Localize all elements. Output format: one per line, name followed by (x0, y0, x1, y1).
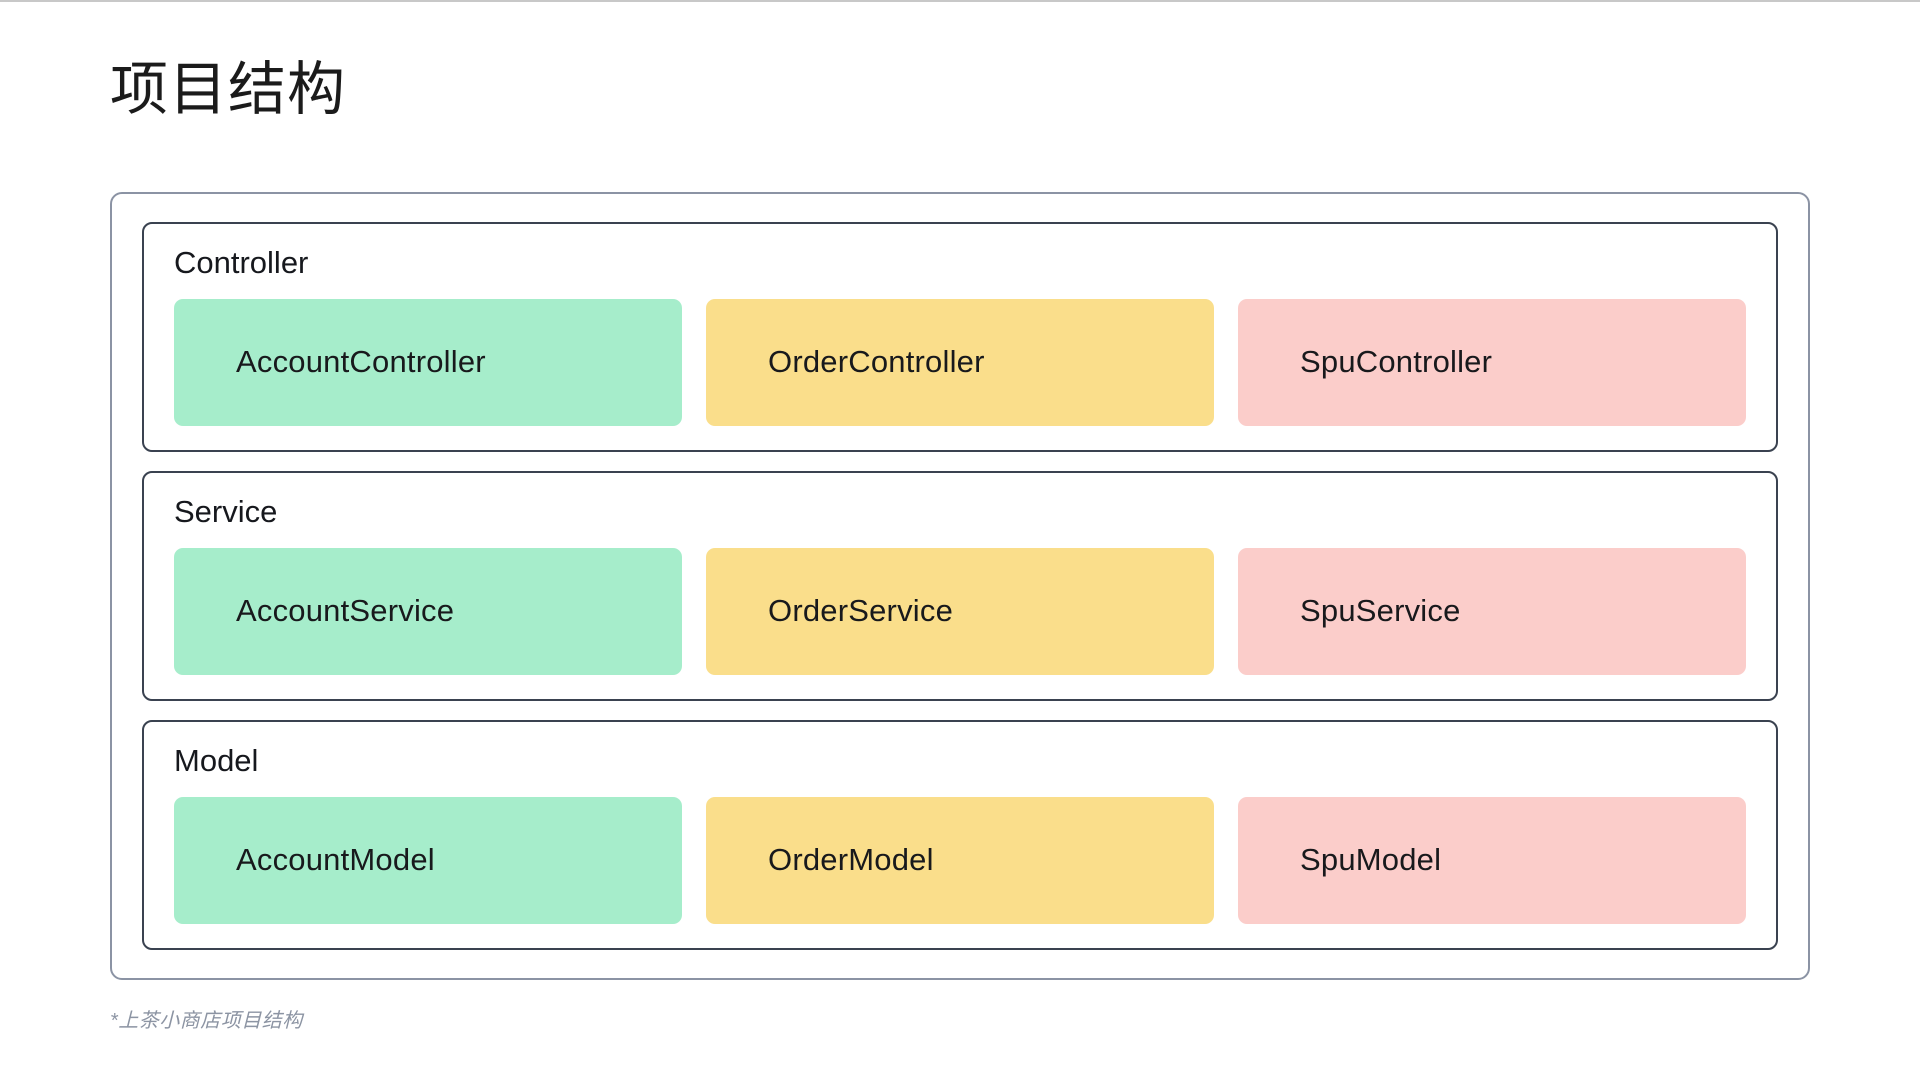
layer-row-service: AccountService OrderService SpuService (174, 547, 1746, 675)
page-title: 项目结构 (110, 57, 347, 122)
component-order-controller[interactable]: OrderController (706, 298, 1214, 426)
layer-row-model: AccountModel OrderModel SpuModel (174, 796, 1746, 924)
layer-model: Model AccountModel OrderModel SpuModel (142, 720, 1778, 950)
footnote-caption: *上茶小商店项目结构 (110, 1010, 303, 1032)
layer-row-controller: AccountController OrderController SpuCon… (174, 298, 1746, 426)
component-spu-model[interactable]: SpuModel (1238, 796, 1746, 924)
layer-title-service: Service (174, 494, 278, 529)
component-order-model[interactable]: OrderModel (706, 796, 1214, 924)
layer-service: Service AccountService OrderService SpuS… (142, 471, 1778, 701)
top-divider-rule (0, 0, 1920, 2)
layer-title-controller: Controller (174, 245, 309, 280)
component-order-service[interactable]: OrderService (706, 547, 1214, 675)
layer-title-model: Model (174, 743, 259, 778)
component-spu-service[interactable]: SpuService (1238, 547, 1746, 675)
architecture-diagram-container: Controller AccountController OrderContro… (110, 192, 1810, 980)
component-spu-controller[interactable]: SpuController (1238, 298, 1746, 426)
component-account-controller[interactable]: AccountController (174, 298, 682, 426)
component-account-model[interactable]: AccountModel (174, 796, 682, 924)
component-account-service[interactable]: AccountService (174, 547, 682, 675)
layer-controller: Controller AccountController OrderContro… (142, 222, 1778, 452)
